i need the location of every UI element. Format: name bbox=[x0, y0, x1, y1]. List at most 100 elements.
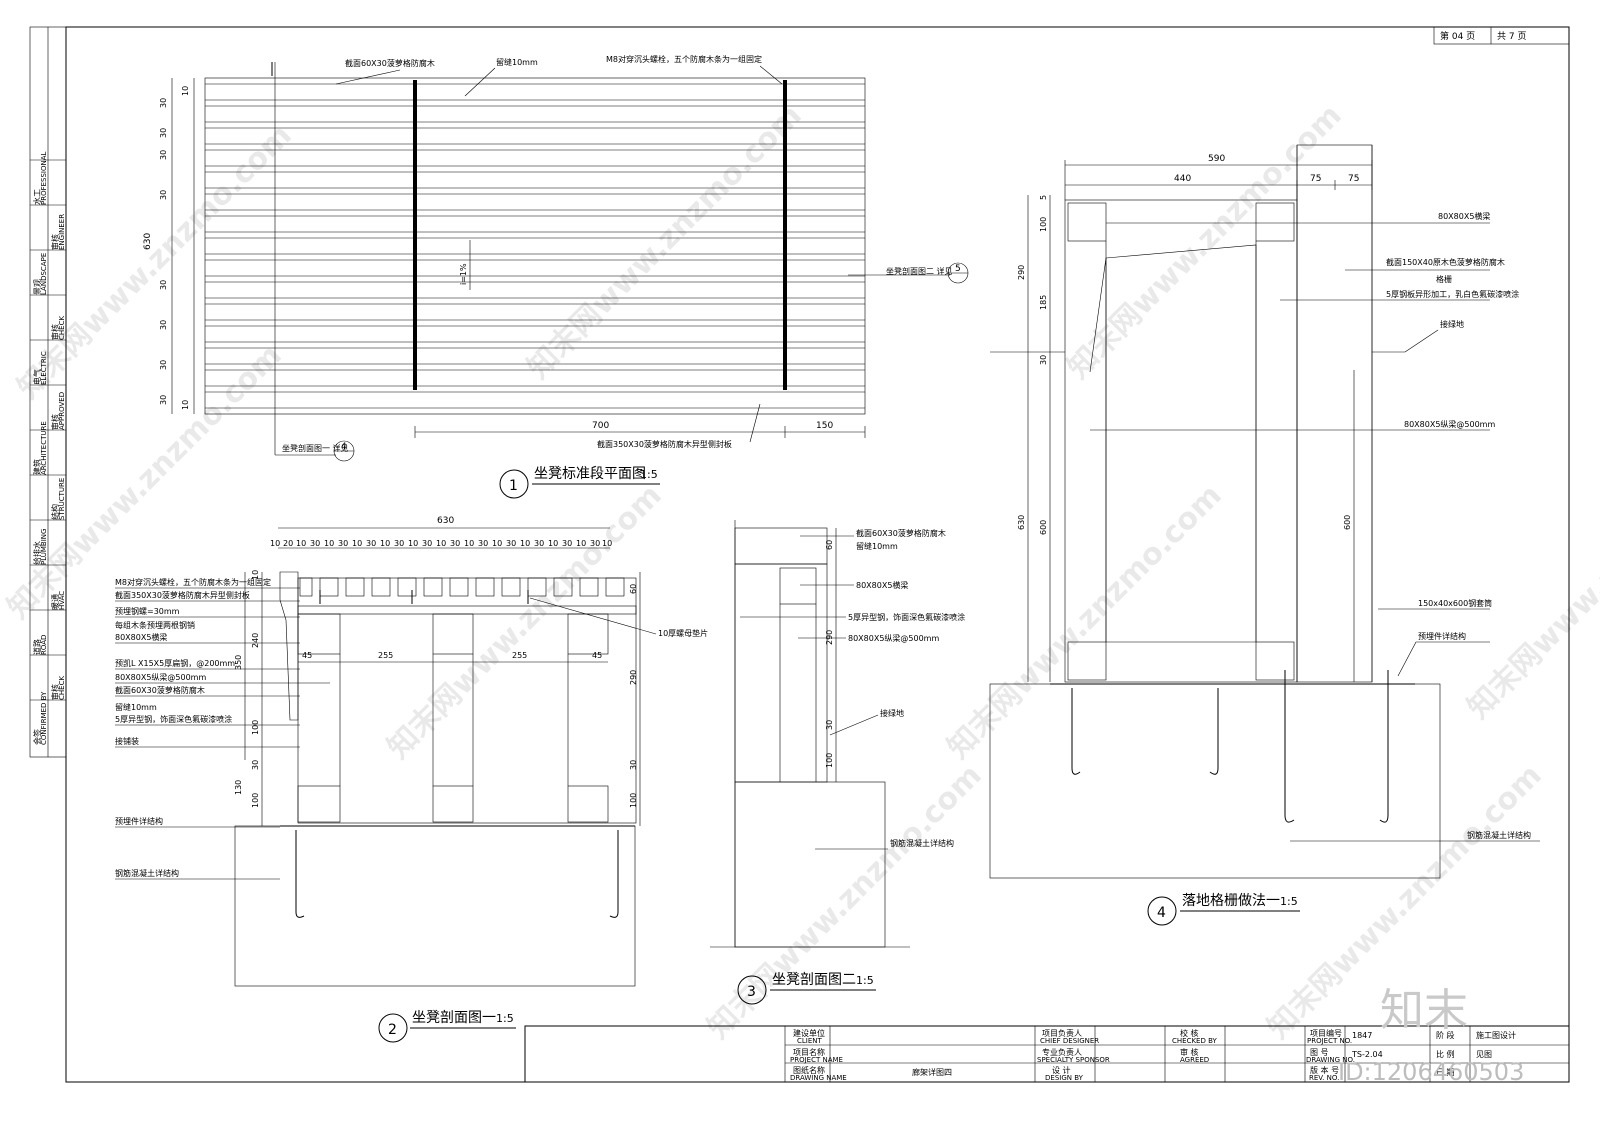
note: 接绿地 bbox=[880, 708, 904, 718]
tb-label: 设 计 bbox=[1052, 1065, 1071, 1075]
tb-label-en: PROJECT NO. bbox=[1307, 1037, 1352, 1045]
side-sign: 审核 bbox=[50, 684, 60, 700]
side-sign-en: ENGINEER bbox=[58, 214, 66, 250]
drawing-name: 廊架详图四 bbox=[912, 1067, 952, 1077]
left-dim: 185 bbox=[1039, 295, 1048, 310]
slat-dim: 10 bbox=[380, 539, 390, 548]
dim-slat: 30 bbox=[159, 150, 168, 160]
dim-width-main: 700 bbox=[592, 421, 609, 431]
note: 预埋件详结构 bbox=[1418, 631, 1466, 641]
top-dim: 75 bbox=[1348, 174, 1359, 184]
tb-label: 项目名称 bbox=[793, 1047, 825, 1057]
view1-plan: i=1% 630 30 30 30 30 30 30 30 30 10 10 7… bbox=[143, 54, 969, 499]
side-role: 道路 bbox=[32, 639, 42, 655]
dim-slat: 30 bbox=[159, 360, 168, 370]
left-dim: 290 bbox=[1017, 265, 1026, 280]
side-role-en: PLUMBING bbox=[40, 529, 48, 565]
watermark-logo: 知末 bbox=[1380, 985, 1468, 1036]
watermark-id: ID:1206460503 bbox=[1338, 1058, 1524, 1086]
view-title: 坐凳剖面图一 bbox=[412, 1010, 496, 1026]
view2-slat-row bbox=[299, 577, 625, 597]
view-title: 落地格栅做法一 bbox=[1182, 893, 1280, 909]
left-dim: 600 bbox=[1039, 520, 1048, 535]
slat-dim: 10 bbox=[464, 539, 474, 548]
right-dim: 30 bbox=[629, 760, 638, 770]
note: 接绿地 bbox=[1440, 319, 1464, 329]
left-dim: 130 bbox=[234, 780, 243, 795]
note: 预埋钢螺=30mm bbox=[115, 606, 180, 616]
view-title: 坐凳剖面图二 bbox=[772, 972, 856, 988]
dim-gap: 10 bbox=[181, 86, 190, 96]
view-number: 1 bbox=[509, 478, 518, 494]
right-dim: 600 bbox=[1343, 515, 1352, 530]
span-dim: 45 bbox=[592, 651, 602, 660]
side-sign: 审核 bbox=[50, 324, 60, 340]
view-scale: 1:5 bbox=[640, 468, 658, 481]
left-dim: 240 bbox=[251, 633, 260, 648]
tb-label-en: DRAWING NO. bbox=[1306, 1056, 1355, 1064]
note: 接铺装 bbox=[115, 736, 139, 746]
tb-label: 专业负责人 bbox=[1042, 1047, 1082, 1057]
slat-dim: 10 bbox=[352, 539, 362, 548]
slat-dim: 10 bbox=[548, 539, 558, 548]
ref-num: 4 bbox=[341, 442, 347, 452]
slat-dim: 30 bbox=[310, 539, 320, 548]
left-dim: 10 bbox=[251, 570, 260, 580]
left-dim: 100 bbox=[251, 793, 260, 808]
tb-label-en: CLIENT bbox=[797, 1037, 823, 1045]
page-number: 第 04 页 bbox=[1440, 30, 1475, 42]
side-sign-en: CHECK bbox=[58, 676, 66, 700]
note: 钢筋混凝土详结构 bbox=[115, 868, 179, 878]
tb-label: 校 核 bbox=[1180, 1028, 1199, 1038]
watermark-text: 知末网www.znzmo.com bbox=[1061, 98, 1349, 386]
slat-dim: 30 bbox=[338, 539, 348, 548]
tb-label: 版 本 号 bbox=[1310, 1065, 1339, 1075]
slat-dim: 10 bbox=[296, 539, 306, 548]
note: 留缝10mm bbox=[496, 57, 538, 67]
side-role-en: CONFIRMED BY bbox=[40, 691, 48, 745]
dim-gap: 10 bbox=[181, 400, 190, 410]
side-sign: 审核 bbox=[50, 414, 60, 430]
side-role-en: ARCHITECTURE bbox=[40, 421, 48, 475]
note: 钢筋混凝土详结构 bbox=[890, 838, 954, 848]
left-dim: 630 bbox=[1017, 515, 1026, 530]
slat-dim: 10 bbox=[408, 539, 418, 548]
slope-label: i=1% bbox=[459, 263, 468, 285]
note: 格栅 bbox=[1436, 274, 1452, 284]
tb-label: 项目负责人 bbox=[1042, 1028, 1082, 1038]
left-dim: 350 bbox=[234, 655, 243, 670]
dim-slat: 30 bbox=[159, 320, 168, 330]
watermark-layer: 知末网www.znzmo.com 知末网www.znzmo.com 知末网www… bbox=[1, 98, 1600, 1046]
top-dim: 440 bbox=[1174, 174, 1191, 184]
note: 每组木条预埋两根钢销 bbox=[115, 620, 195, 630]
side-sign: 暖通 bbox=[50, 594, 60, 610]
slat-dim: 20 bbox=[283, 539, 293, 548]
view1-slats bbox=[205, 83, 865, 409]
slat-dim: 30 bbox=[562, 539, 572, 548]
slat-dim: 10 bbox=[436, 539, 446, 548]
dim-height: 630 bbox=[143, 233, 153, 250]
note: 5厚异型钢，饰面深色氟碳漆喷涂 bbox=[848, 612, 965, 622]
note: M8对穿沉头螺栓，五个防腐木条为一组固定 bbox=[115, 577, 271, 587]
watermark-text: 知末网www.znzmo.com bbox=[1461, 438, 1600, 726]
side-sign-en: HVAC bbox=[58, 591, 66, 610]
tb-label: 日 期 bbox=[1436, 1068, 1455, 1077]
dim-slat: 30 bbox=[159, 395, 168, 405]
ref-note: 坐凳剖面图一 详见 bbox=[282, 443, 349, 453]
tb-label-en: PROJECT NAME bbox=[790, 1056, 843, 1064]
watermark-text: 知末网www.znzmo.com bbox=[521, 98, 809, 386]
slat-dim: 10 bbox=[324, 539, 334, 548]
view-title: 坐凳标准段平面图 bbox=[534, 466, 646, 482]
tb-value: TS-2.04 bbox=[1351, 1050, 1383, 1059]
dim-slat: 30 bbox=[159, 128, 168, 138]
view2-section: 630 10 20 10 30 10 30 10 30 10 30 10 30 … bbox=[115, 516, 708, 1043]
note: 截面350X30菠萝格防腐木异型侧封板 bbox=[597, 439, 732, 449]
title-block: 建设单位 CLIENT 项目名称 PROJECT NAME 图纸名称 DRAWI… bbox=[524, 1025, 1570, 1083]
dim: 100 bbox=[825, 753, 834, 768]
dim: 30 bbox=[825, 720, 834, 730]
right-dim: 60 bbox=[629, 584, 638, 594]
tb-label-en: CHIEF DESIGNER bbox=[1040, 1037, 1099, 1045]
note: 80X80X5纵梁@500mm bbox=[1404, 420, 1495, 429]
left-dim: 100 bbox=[1039, 217, 1048, 232]
view-number: 2 bbox=[388, 1022, 397, 1038]
